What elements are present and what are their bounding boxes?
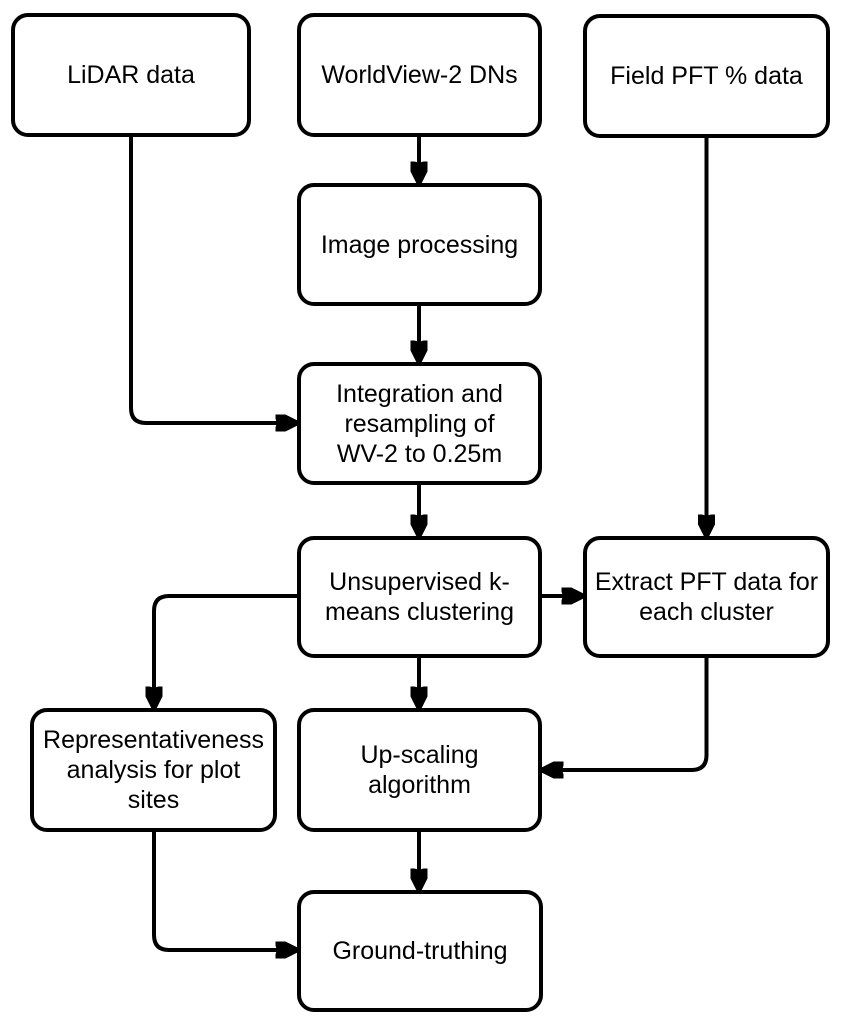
node-upscaling-algorithm: Up-scaling algorithm (297, 708, 542, 832)
edge-lidar-to-integration (129, 137, 294, 423)
node-representativeness-analysis-label: Representativeness analysis for plot sit… (43, 726, 264, 814)
node-extract-pft-label: Extract PFT data for each cluster (594, 568, 819, 626)
node-lidar-data-label: LiDAR data (67, 61, 195, 89)
node-kmeans-clustering: Unsupervised k- means clustering (297, 536, 542, 658)
node-field-pft-data-label: Field PFT % data (610, 62, 803, 90)
node-upscaling-algorithm-label: Up-scaling algorithm (360, 741, 479, 799)
node-ground-truthing: Ground-truthing (297, 890, 543, 1012)
node-representativeness-analysis: Representativeness analysis for plot sit… (30, 708, 277, 832)
node-extract-pft: Extract PFT data for each cluster (583, 536, 830, 658)
edge-representativeness-to-groundtruthing (152, 832, 294, 950)
node-lidar-data: LiDAR data (11, 13, 251, 137)
node-worldview-dns: WorldView-2 DNs (297, 13, 542, 137)
edge-kmeans-to-representativeness (154, 594, 297, 705)
node-worldview-dns-label: WorldView-2 DNs (321, 61, 518, 89)
node-kmeans-clustering-label: Unsupervised k- means clustering (325, 568, 514, 626)
node-image-processing-label: Image processing (320, 230, 519, 259)
node-integration-resampling-label: Integration and resampling of WV-2 to 0.… (336, 379, 503, 468)
node-field-pft-data: Field PFT % data (583, 14, 830, 138)
edge-extract-to-upscaling (545, 658, 709, 770)
node-integration-resampling: Integration and resampling of WV-2 to 0.… (297, 362, 542, 485)
node-image-processing: Image processing (297, 183, 542, 306)
node-ground-truthing-label: Ground-truthing (332, 937, 508, 965)
